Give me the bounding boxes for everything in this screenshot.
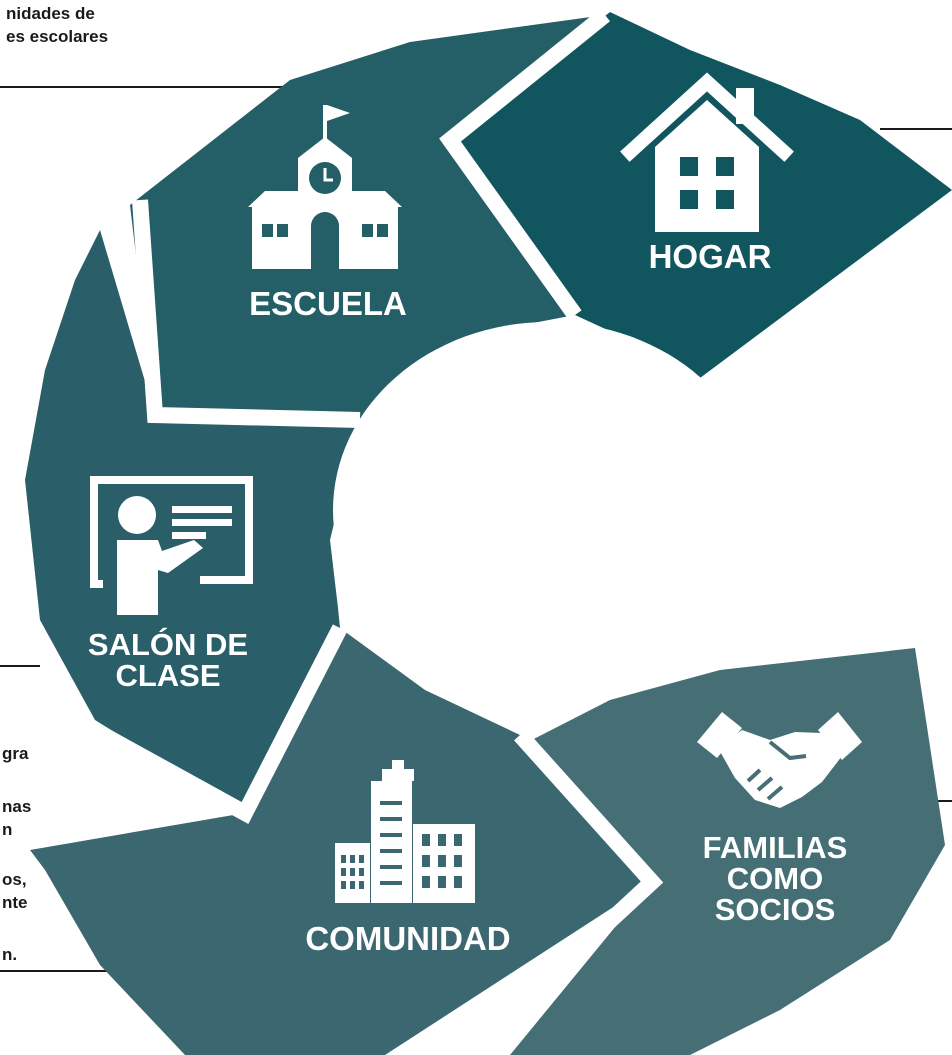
teacher-whiteboard-icon [90,476,253,615]
bottom-right-divider [935,800,952,802]
segment-label-familias-line-1: FAMILIAS [703,830,848,865]
segment-label-familias-line-2: COMO [727,861,823,896]
mid-left-divider [0,665,40,667]
top-left-divider [0,86,290,88]
school-building-icon [248,105,402,269]
bottom-left-text-line-3: n [2,820,13,839]
top-left-text-line-1: nidades de [6,4,95,23]
segment-comunidad[interactable] [30,628,652,1055]
house-icon [620,72,794,232]
bottom-left-text-line-1: gra [2,744,29,763]
city-buildings-icon [335,760,475,903]
bottom-left-text-line-2: nas [2,797,32,816]
segment-label-familias-line-3: SOCIOS [715,892,836,927]
segment-separators [36,8,664,1055]
segment-label-hogar: HOGAR [649,238,772,275]
segment-label-comunidad: COMUNIDAD [305,920,510,957]
bottom-left-text-line-4: os, [2,870,27,889]
bottom-left-text-line-6: n. [2,945,18,964]
segment-label-salon-line-1: SALÓN DE [88,626,248,662]
segment-label-escuela: ESCUELA [249,285,407,322]
segment-label-salon-line-2: CLASE [115,658,220,693]
bottom-left-text-line-5: nte [2,893,28,912]
center-circle [333,322,763,698]
top-left-text-line-2: es escolares [6,27,109,46]
top-right-divider [880,128,952,130]
handshake-icon [697,712,862,808]
